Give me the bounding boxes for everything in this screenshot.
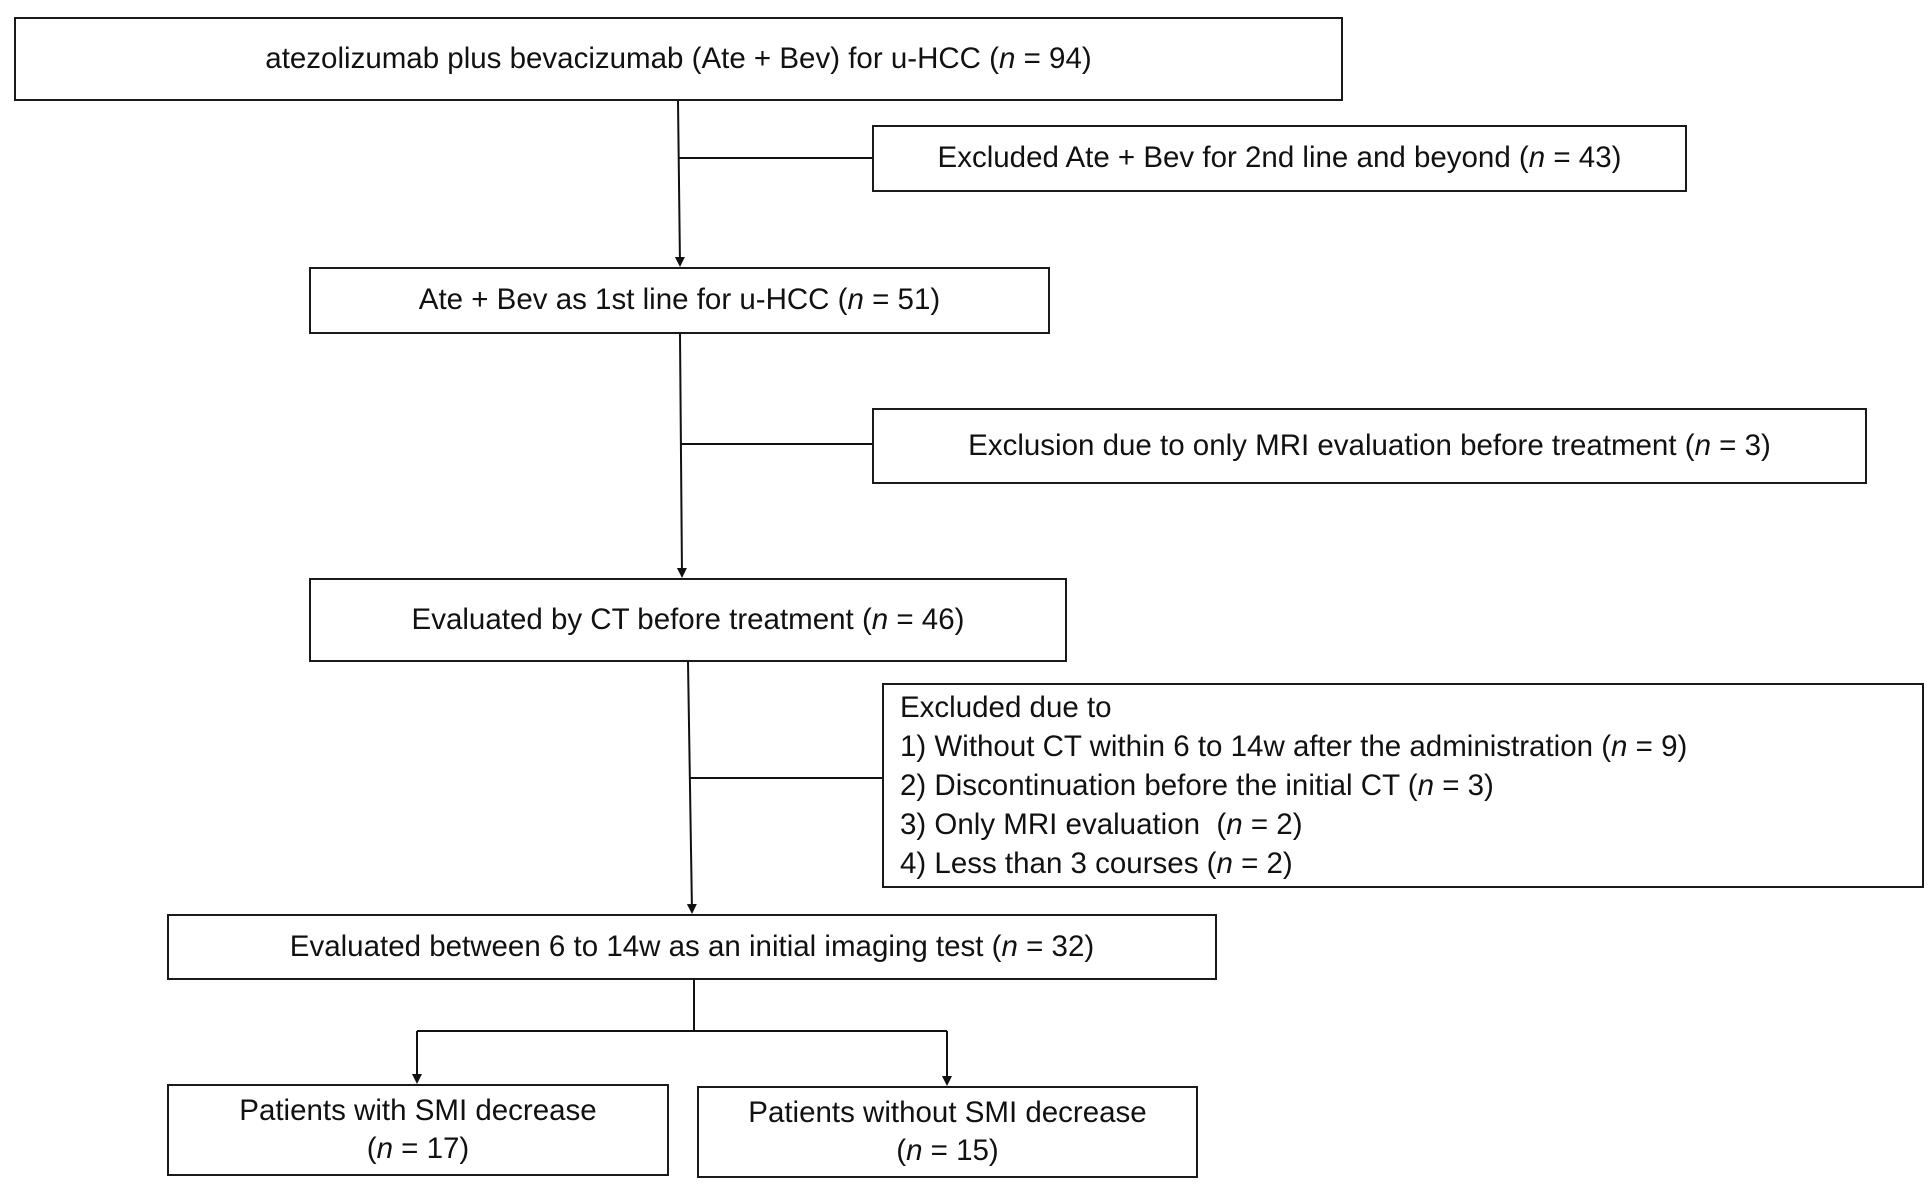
- exclusion-reason-4: 4) Less than 3 courses (n = 2): [900, 847, 1293, 880]
- start-box: atezolizumab plus bevacizumab (Ate + Bev…: [14, 17, 1343, 101]
- exclusion-reasons-box: Excluded due to 1) Without CT within 6 t…: [882, 683, 1924, 888]
- smi-no-decrease-count: (n = 15): [896, 1134, 999, 1167]
- smi-decrease-box: Patients with SMI decrease (n = 17): [167, 1084, 669, 1176]
- arrow-ct-to-initial: [686, 661, 697, 914]
- exclusion-reason-1: 1) Without CT within 6 to 14w after the …: [900, 730, 1688, 763]
- smi-decrease-label: Patients with SMI decrease: [239, 1093, 597, 1127]
- ct-evaluated-box: Evaluated by CT before treatment (n = 46…: [309, 578, 1067, 662]
- arrow-start-to-first: [674, 100, 685, 267]
- smi-decrease-count: (n = 17): [366, 1132, 470, 1165]
- smi-no-decrease-label: Patients without SMI decrease: [748, 1095, 1147, 1129]
- initial-imaging-text: Evaluated between 6 to 14w as an initial…: [289, 929, 1095, 963]
- exclusion-2nd-line-box: Excluded Ate + Bev for 2nd line and beyo…: [872, 125, 1687, 192]
- exclusion-reason-3: 3) Only MRI evaluation (n = 2): [900, 808, 1303, 841]
- first-line-text: Ate + Bev as 1st line for u-HCC (n = 51): [418, 283, 941, 317]
- arrow-first-to-ct: [676, 333, 687, 578]
- ct-evaluated-text: Evaluated by CT before treatment (n = 46…: [411, 602, 965, 636]
- exclusion-mri-box: Exclusion due to only MRI evaluation bef…: [872, 408, 1867, 484]
- exclusion-2nd-line-text: Excluded Ate + Bev for 2nd line and beyo…: [937, 141, 1622, 175]
- initial-imaging-box: Evaluated between 6 to 14w as an initial…: [167, 914, 1217, 980]
- first-line-box: Ate + Bev as 1st line for u-HCC (n = 51): [309, 267, 1050, 334]
- exclusion-mri-text: Exclusion due to only MRI evaluation bef…: [968, 428, 1771, 462]
- exclusion-reason-2: 2) Discontinuation before the initial CT…: [900, 769, 1494, 802]
- exclusion-reasons-heading: Excluded due to: [900, 691, 1112, 724]
- smi-no-decrease-box: Patients without SMI decrease (n = 15): [697, 1086, 1198, 1178]
- start-text: atezolizumab plus bevacizumab (Ate + Bev…: [265, 41, 1092, 75]
